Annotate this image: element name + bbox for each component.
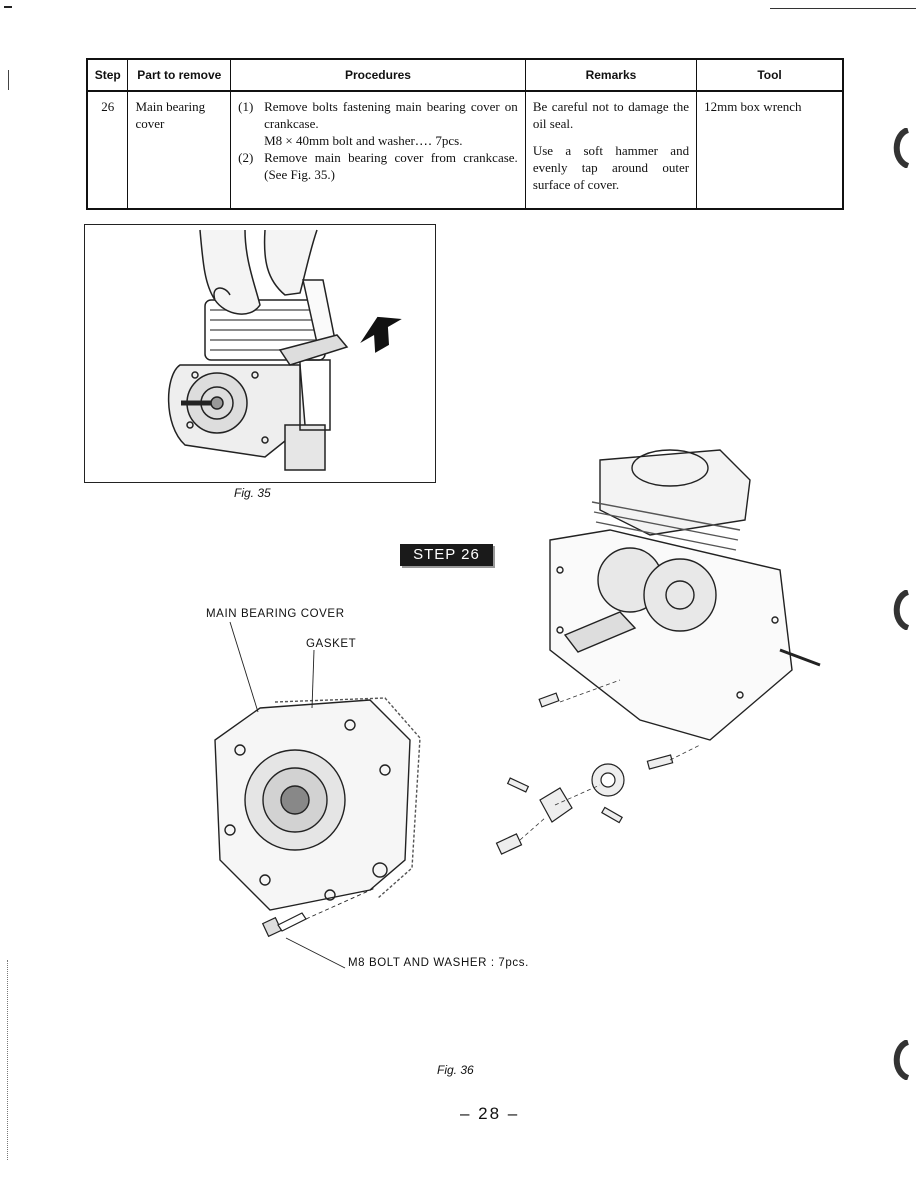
bolt-illustration	[261, 912, 307, 938]
header-tool: Tool	[696, 58, 844, 92]
top-rule	[770, 8, 916, 9]
header-part: Part to remove	[127, 58, 232, 92]
main-bearing-cover-illustration	[214, 697, 421, 911]
governor-parts-illustration	[495, 692, 674, 855]
procedure-text: Remove bolts fastening main bearing cove…	[264, 99, 518, 148]
binding-hole-icon	[893, 128, 910, 168]
binding-hole-icon	[893, 1040, 910, 1080]
page-number: – 28 –	[460, 1104, 520, 1123]
header-step: Step	[86, 58, 129, 92]
table-header-row: Step Part to remove Procedures Remarks T…	[86, 58, 844, 92]
exploded-view-diagram	[214, 449, 821, 969]
crankcase-illustration	[549, 449, 821, 741]
part-name: Main bearing cover	[127, 90, 232, 210]
remark-text: Use a soft hammer and evenly tap around …	[532, 143, 690, 192]
margin-mark	[8, 70, 9, 90]
fig35-photo	[84, 224, 436, 483]
header-remarks: Remarks	[524, 58, 698, 92]
procedure-number: (2)	[238, 150, 254, 165]
procedure-item: (1) Remove bolts fastening main bearing …	[238, 98, 518, 149]
header-procedures: Procedures	[230, 58, 526, 92]
procedure-item: (2) Remove main bearing cover from crank…	[238, 149, 518, 183]
procedure-text: Remove main bearing cover from crankcase…	[264, 150, 518, 182]
tool-name: 12mm box wrench	[696, 90, 844, 210]
fig36-caption: Fig. 36	[437, 1063, 474, 1077]
fig35-caption: Fig. 35	[234, 486, 271, 500]
binding-hole-icon	[893, 590, 910, 630]
disassembly-table: Step Part to remove Procedures Remarks T…	[86, 58, 844, 210]
label-bolt-washer: M8 BOLT AND WASHER : 7pcs.	[348, 957, 529, 969]
step-number: 26	[86, 90, 129, 210]
step-badge: STEP 26	[400, 544, 493, 566]
corner-mark	[4, 6, 12, 8]
engine-photo-illustration	[167, 229, 402, 471]
procedure-number: (1)	[238, 99, 254, 114]
remark-text: Be careful not to damage the oil seal.	[532, 99, 690, 131]
label-main-bearing-cover: MAIN BEARING COVER	[206, 608, 345, 620]
label-gasket: GASKET	[306, 638, 357, 650]
procedures-cell: (1) Remove bolts fastening main bearing …	[230, 90, 526, 210]
margin-dots	[7, 960, 8, 1160]
remarks-cell: Be careful not to damage the oil seal. U…	[524, 90, 698, 210]
procedure-subtext: M8 × 40mm bolt and washer‥‥ 7pcs.	[264, 133, 463, 148]
table-row: 26 Main bearing cover (1) Remove bolts f…	[86, 90, 844, 210]
